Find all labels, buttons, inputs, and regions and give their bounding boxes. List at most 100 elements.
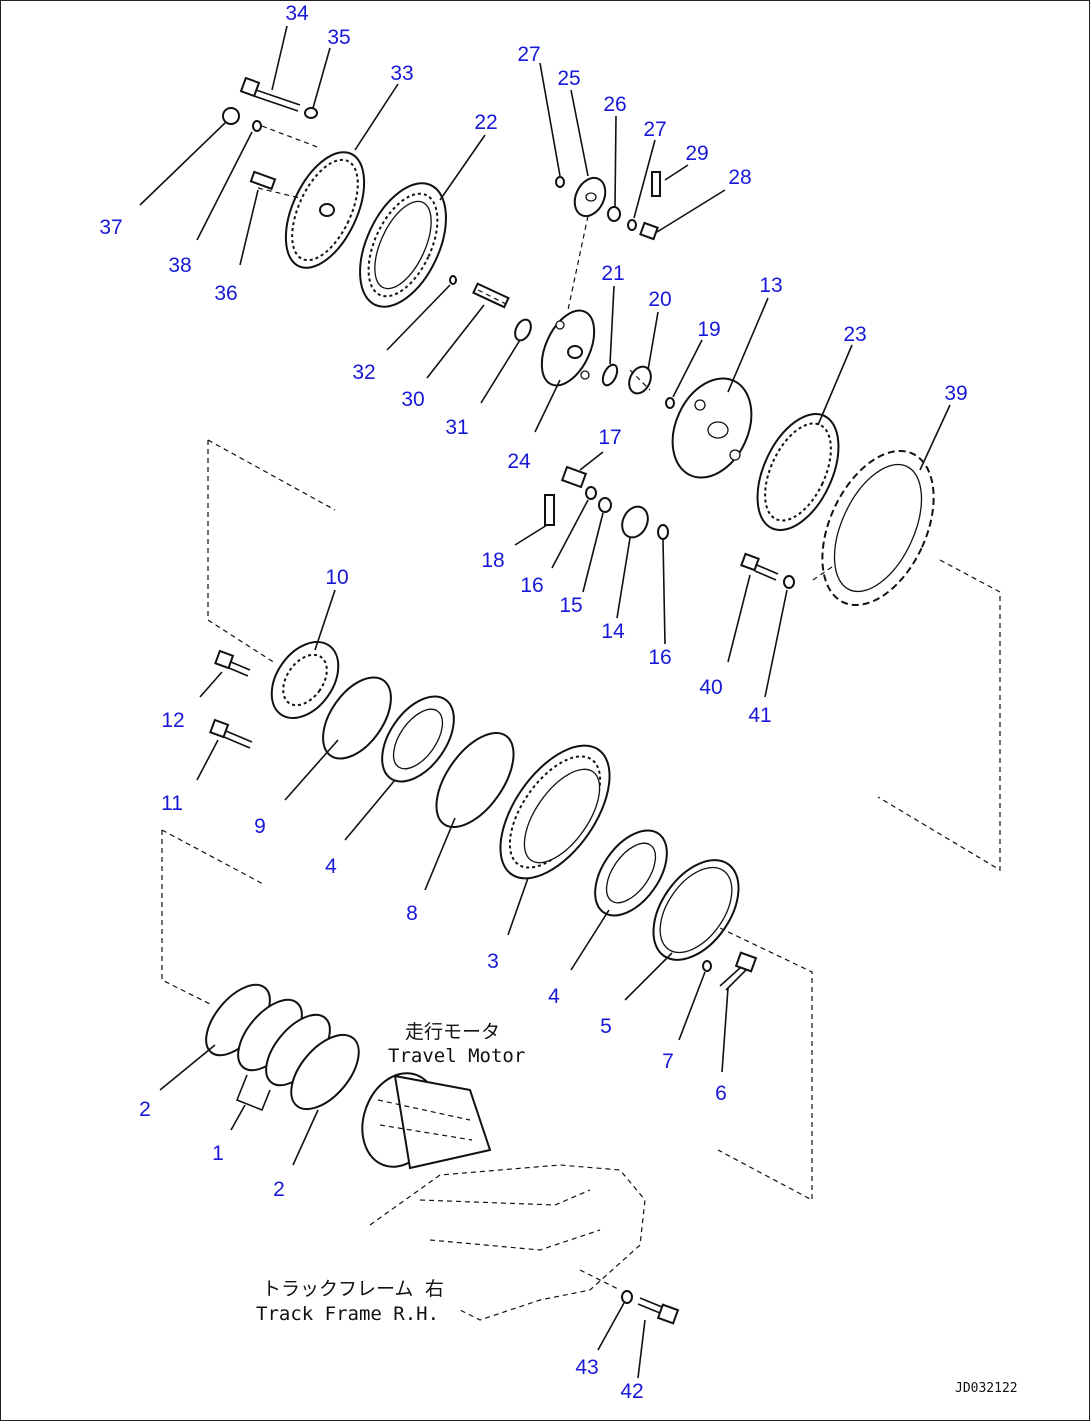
guide-lines bbox=[161, 125, 1001, 1291]
callout-27: 27 bbox=[643, 118, 666, 141]
washer-7-icon bbox=[702, 960, 712, 972]
gear-25-icon bbox=[573, 176, 607, 218]
seal-4a-icon bbox=[381, 695, 455, 783]
callout-18: 18 bbox=[481, 549, 504, 572]
bearing-15-icon bbox=[598, 497, 612, 513]
pin-29-icon bbox=[651, 171, 661, 197]
callout-17: 17 bbox=[598, 426, 621, 449]
callout-27: 27 bbox=[517, 43, 540, 66]
seal-bracket bbox=[235, 1074, 271, 1112]
washer-27a-icon bbox=[555, 176, 565, 188]
callout-40: 40 bbox=[699, 676, 722, 699]
washer-16b-icon bbox=[657, 524, 669, 540]
callout-19: 19 bbox=[697, 318, 720, 341]
snap-ring-31-icon bbox=[514, 318, 532, 342]
callout-37: 37 bbox=[99, 216, 122, 239]
callout-32: 32 bbox=[352, 361, 375, 384]
shim-5-icon bbox=[652, 859, 740, 961]
pin-17-icon bbox=[560, 465, 588, 489]
callout-29: 29 bbox=[685, 142, 708, 165]
washer-43-icon bbox=[621, 1290, 633, 1304]
drawing-code: JD032122 bbox=[955, 1381, 1018, 1396]
plate-10-icon bbox=[270, 641, 340, 719]
callout-24: 24 bbox=[507, 450, 531, 473]
callout-35: 35 bbox=[327, 26, 350, 49]
ball-19-icon bbox=[665, 397, 675, 409]
bolt-11-icon bbox=[209, 718, 253, 749]
callout-11: 11 bbox=[161, 792, 183, 815]
pin-36-icon bbox=[249, 170, 277, 191]
travel-motor-label-en: Travel Motor bbox=[388, 1045, 525, 1067]
callout-2: 2 bbox=[139, 1098, 151, 1121]
callout-41: 41 bbox=[748, 704, 771, 727]
callout-16: 16 bbox=[648, 646, 671, 669]
shaft-30-icon bbox=[472, 282, 510, 309]
callout-33: 33 bbox=[390, 62, 413, 85]
callout-8: 8 bbox=[406, 902, 418, 925]
callout-39: 39 bbox=[944, 382, 967, 405]
callout-1: 1 bbox=[212, 1142, 224, 1165]
parts-art bbox=[205, 76, 935, 1325]
carrier-24-icon bbox=[540, 309, 596, 387]
sprocket-39-icon bbox=[821, 449, 935, 607]
track-frame-icon bbox=[369, 1164, 646, 1321]
oring-38-icon bbox=[252, 120, 262, 132]
travel-motor-icon bbox=[361, 1072, 492, 1170]
callout-43: 43 bbox=[575, 1356, 598, 1379]
carrier-13-icon bbox=[671, 377, 753, 479]
oring-8-icon bbox=[435, 731, 515, 829]
callout-6: 6 bbox=[715, 1082, 727, 1105]
callout-13: 13 bbox=[759, 274, 782, 297]
callout-4: 4 bbox=[548, 985, 560, 1008]
leader-lines bbox=[139, 25, 951, 1379]
callout-38: 38 bbox=[168, 254, 191, 277]
oring-9-icon bbox=[322, 676, 392, 760]
bearing-20-icon bbox=[628, 365, 652, 395]
nut-37-icon bbox=[222, 107, 240, 125]
callout-22: 22 bbox=[474, 111, 497, 134]
callout-20: 20 bbox=[648, 288, 671, 311]
callout-26: 26 bbox=[603, 93, 626, 116]
callout-14: 14 bbox=[601, 620, 625, 643]
bolt-34-icon bbox=[239, 76, 301, 112]
callout-7: 7 bbox=[662, 1050, 674, 1073]
callout-30: 30 bbox=[401, 388, 424, 411]
bearing-26-icon bbox=[607, 206, 621, 222]
callout-4: 4 bbox=[325, 855, 337, 878]
callout-10: 10 bbox=[325, 566, 348, 589]
washer-35-icon bbox=[304, 107, 318, 119]
callout-42: 42 bbox=[620, 1380, 643, 1403]
callout-3: 3 bbox=[487, 950, 499, 973]
bolt-42-icon bbox=[637, 1297, 680, 1325]
track-frame-label-en: Track Frame R.H. bbox=[256, 1303, 439, 1325]
callout-25: 25 bbox=[557, 67, 580, 90]
hub-3-icon bbox=[499, 744, 611, 880]
seal-4b-icon bbox=[594, 829, 668, 917]
callout-28: 28 bbox=[728, 166, 751, 189]
washer-27b-icon bbox=[627, 219, 637, 231]
ball-32-icon bbox=[449, 275, 457, 285]
bolt-40-icon bbox=[740, 552, 779, 581]
callout-34: 34 bbox=[285, 2, 309, 25]
ring-gear-22-icon bbox=[359, 182, 447, 308]
travel-motor-label-jp: 走行モータ bbox=[405, 1021, 500, 1043]
callout-16: 16 bbox=[520, 574, 543, 597]
callout-36: 36 bbox=[214, 282, 237, 305]
callout-numbers: 1223445678910111213141516161718192021222… bbox=[99, 2, 967, 1403]
callout-21: 21 bbox=[601, 262, 624, 285]
callout-2: 2 bbox=[273, 1178, 285, 1201]
gear-14-icon bbox=[621, 505, 649, 539]
oring-2b-icon bbox=[290, 1033, 360, 1111]
washer-41-icon bbox=[783, 575, 795, 589]
callout-23: 23 bbox=[843, 323, 866, 346]
bolt-12-icon bbox=[214, 649, 251, 677]
plug-28-icon bbox=[639, 221, 659, 241]
ring-23-icon bbox=[756, 413, 840, 531]
callout-31: 31 bbox=[445, 416, 468, 439]
callout-12: 12 bbox=[161, 709, 184, 732]
washer-16a-icon bbox=[585, 486, 597, 500]
callout-9: 9 bbox=[254, 815, 266, 838]
snap-ring-21-icon bbox=[601, 363, 619, 387]
callout-15: 15 bbox=[559, 594, 582, 617]
